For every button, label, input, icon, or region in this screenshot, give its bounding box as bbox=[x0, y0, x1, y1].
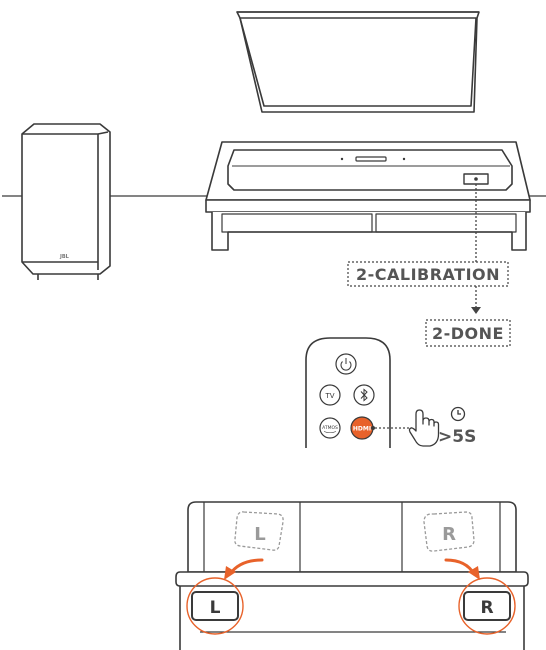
arrow-left-head bbox=[224, 566, 236, 580]
soundbar-body bbox=[227, 149, 513, 191]
atmos-button-label: ATMOS bbox=[322, 425, 338, 431]
highlight-circle-left bbox=[186, 577, 244, 635]
arrow-right-head bbox=[468, 566, 480, 580]
ghost-speaker-right-label: R bbox=[442, 524, 456, 545]
indicator-light bbox=[474, 177, 478, 181]
subwoofer-logo: JBL bbox=[59, 254, 70, 260]
calibration-label: 2-CALIBRATION bbox=[347, 261, 509, 287]
done-label-text: 2-DONE bbox=[432, 324, 504, 343]
calibration-label-text: 2-CALIBRATION bbox=[356, 265, 500, 284]
soundbar bbox=[227, 149, 513, 191]
subwoofer: JBL bbox=[21, 123, 111, 280]
hdmi-button[interactable]: HDMI bbox=[350, 416, 374, 440]
stand-shelf-left bbox=[221, 213, 373, 233]
down-arrow-icon bbox=[471, 307, 481, 314]
bluetooth-icon bbox=[360, 388, 368, 402]
soundbar-dot-left bbox=[340, 157, 344, 161]
stand-body bbox=[211, 212, 527, 251]
tv-button[interactable]: TV bbox=[319, 384, 341, 406]
atmos-swoosh bbox=[323, 431, 337, 434]
remote-control: TV ATMOS HDMI bbox=[305, 337, 391, 448]
speaker-left-label: L bbox=[210, 598, 221, 618]
tv-frame bbox=[236, 11, 480, 113]
ghost-speaker-left: L bbox=[234, 511, 284, 551]
soundbar-dot-right bbox=[402, 157, 406, 161]
speaker-right: R bbox=[463, 591, 511, 621]
hold-time-label: >5S bbox=[438, 427, 476, 447]
calibration-label-box bbox=[347, 261, 509, 287]
tv bbox=[236, 11, 480, 113]
clock-icon bbox=[450, 406, 466, 422]
hdmi-press-point bbox=[371, 426, 375, 430]
soundbar-display bbox=[355, 156, 387, 162]
ghost-speaker-right: R bbox=[423, 511, 475, 552]
tv-screen bbox=[239, 17, 477, 107]
bluetooth-button[interactable] bbox=[353, 384, 375, 406]
speaker-right-label: R bbox=[480, 598, 493, 618]
subwoofer-feet bbox=[37, 274, 99, 280]
power-icon bbox=[340, 358, 352, 371]
stand-top-edge bbox=[205, 199, 531, 213]
done-label-box bbox=[425, 319, 511, 347]
ghost-speaker-left-label: L bbox=[254, 524, 265, 545]
tv-button-label: TV bbox=[324, 392, 334, 400]
atmos-button[interactable]: ATMOS bbox=[319, 417, 341, 439]
curved-arrow-icon bbox=[224, 558, 480, 580]
done-label: 2-DONE bbox=[425, 319, 511, 347]
hdmi-button-label: HDMI bbox=[353, 426, 371, 433]
power-button[interactable] bbox=[335, 353, 357, 375]
speaker-left: L bbox=[191, 591, 239, 621]
subwoofer-body bbox=[21, 123, 111, 275]
hand-press-icon bbox=[408, 409, 440, 447]
highlight-circle-right bbox=[458, 577, 516, 635]
stand-shelf-right bbox=[375, 213, 517, 233]
